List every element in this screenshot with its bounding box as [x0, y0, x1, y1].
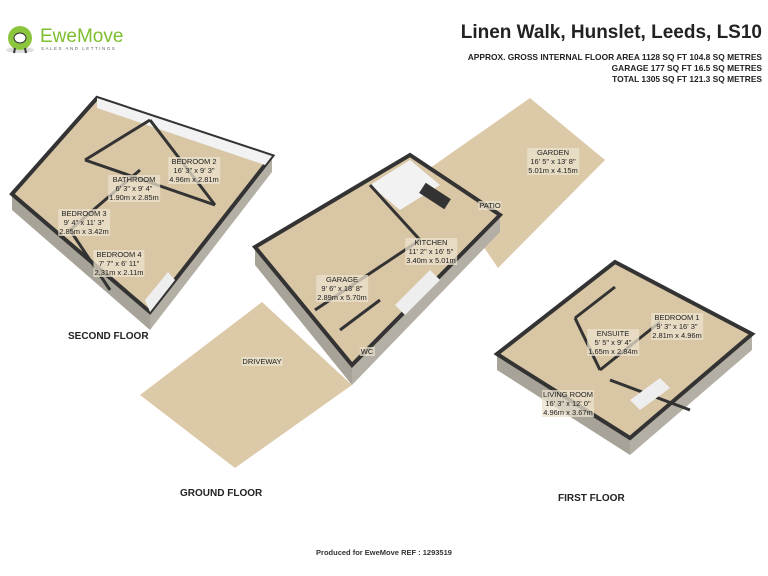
first-floor-plan: [493, 259, 756, 455]
area-total: TOTAL 1305 SQ FT 121.3 SQ METRES: [612, 74, 762, 84]
room-label-wc: WC: [359, 347, 375, 356]
ewemove-logo-sheep: [6, 26, 34, 54]
room-label-driveway: DRIVEWAY: [241, 357, 283, 366]
brand-name: EweMove: [40, 26, 124, 47]
area-gross: APPROX. GROSS INTERNAL FLOOR AREA 1128 S…: [467, 52, 762, 62]
room-label-patio: PATIO: [478, 201, 502, 210]
floor-title-first: FIRST FLOOR: [558, 493, 625, 504]
brand-tagline: SALES AND LETTINGS: [41, 46, 117, 51]
page-title: Linen Walk, Hunslet, Leeds, LS10: [460, 22, 762, 43]
driveway-area: [140, 302, 352, 468]
second-floor-plan: [9, 95, 276, 330]
floor-title-second: SECOND FLOOR: [68, 331, 149, 342]
floor-title-ground: GROUND FLOOR: [180, 488, 263, 499]
footer-reference: Produced for EweMove REF : 1293519: [316, 548, 452, 557]
area-garage: GARAGE 177 SQ FT 16.5 SQ METRES: [611, 63, 762, 73]
